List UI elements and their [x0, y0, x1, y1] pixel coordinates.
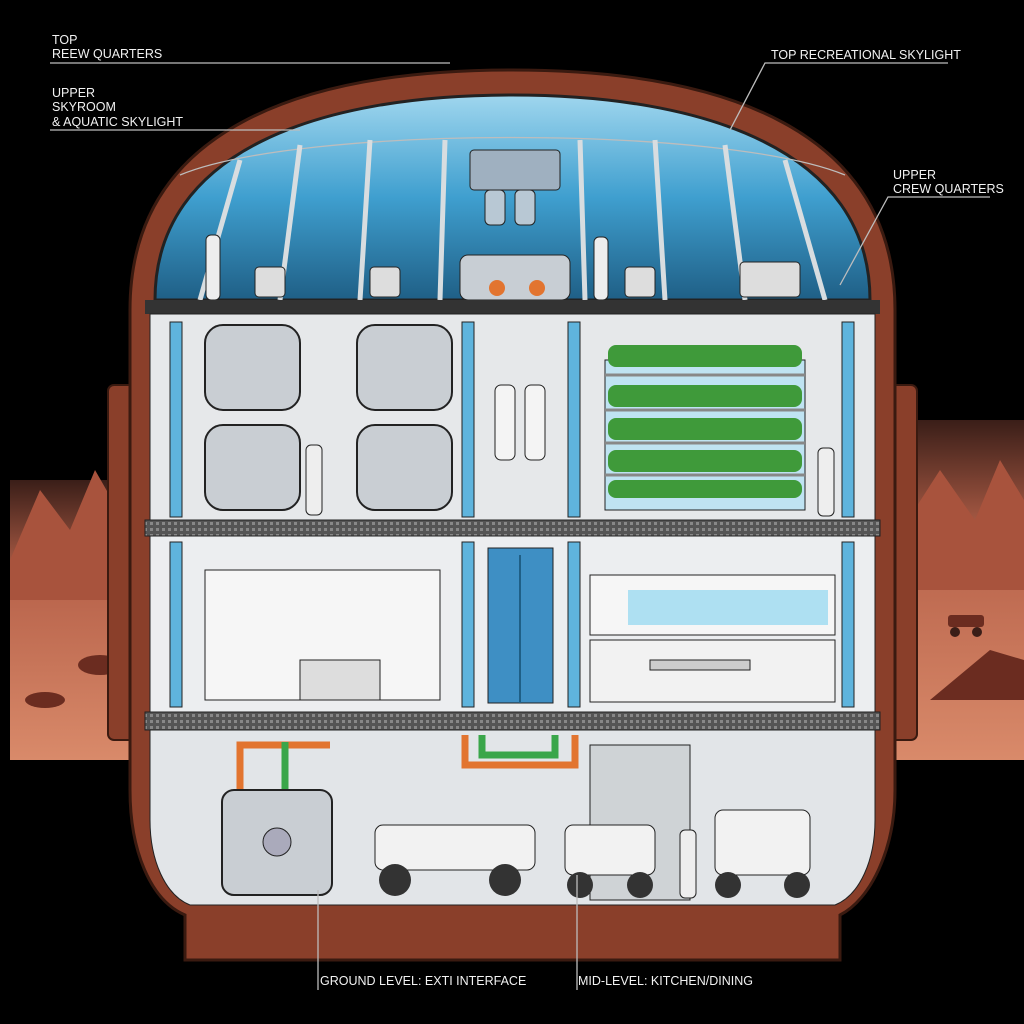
dining-table: [649, 659, 751, 671]
label-top-line2: REEW QUARTERS: [52, 47, 162, 61]
label-crew-line1: UPPER: [893, 168, 936, 182]
ground-level-interface: [149, 729, 876, 906]
callout-lines: [50, 62, 990, 990]
upper-crew-quarters-level: [149, 313, 876, 521]
label-top-line1: TOP: [52, 33, 77, 47]
label-ground-level: GROUND LEVEL: EXTI INTERFACE: [320, 974, 526, 988]
label-crew-line2: CREW QUARTERS: [893, 182, 1004, 196]
label-upper-line3: & AQUATIC SKYLIGHT: [52, 115, 183, 129]
floor-slab: [144, 519, 881, 537]
astronaut-icon: [817, 447, 835, 517]
lounge-sofa: [739, 261, 801, 298]
water-filters: [494, 384, 546, 461]
water-filtration-unit: [469, 149, 561, 191]
sleep-pod: [356, 324, 453, 411]
floor-slab: [144, 711, 881, 731]
hydroponic-garden: [604, 345, 806, 511]
label-mid-level: MID-LEVEL: KITCHEN/DINING: [578, 974, 753, 988]
astronaut-icon: [305, 444, 323, 516]
sleep-pod: [356, 424, 453, 511]
sleep-pod: [204, 324, 301, 411]
rover-vehicle: [564, 824, 656, 898]
aquatic-skylight-dome: [153, 93, 872, 302]
lounge-chair: [624, 266, 656, 298]
rover-vehicle: [374, 824, 536, 896]
label-top-recreational-skylight: TOP RECREATIONAL SKYLIGHT: [771, 48, 961, 62]
dome-machinery: [459, 254, 571, 301]
sleep-pod: [204, 424, 301, 511]
astronaut-icon: [679, 829, 697, 899]
lounge-chair: [254, 266, 286, 298]
label-upper-line1: UPPER: [52, 86, 95, 100]
floor-slab: [145, 300, 880, 314]
astronaut-icon: [205, 234, 221, 301]
label-upper-line2: SKYROOM: [52, 100, 116, 114]
astronaut-icon: [593, 236, 609, 301]
rover-vehicle: [714, 809, 811, 898]
mid-level-kitchen-dining: [149, 535, 876, 713]
lounge-chair: [369, 266, 401, 298]
rover-icon: [948, 615, 984, 637]
